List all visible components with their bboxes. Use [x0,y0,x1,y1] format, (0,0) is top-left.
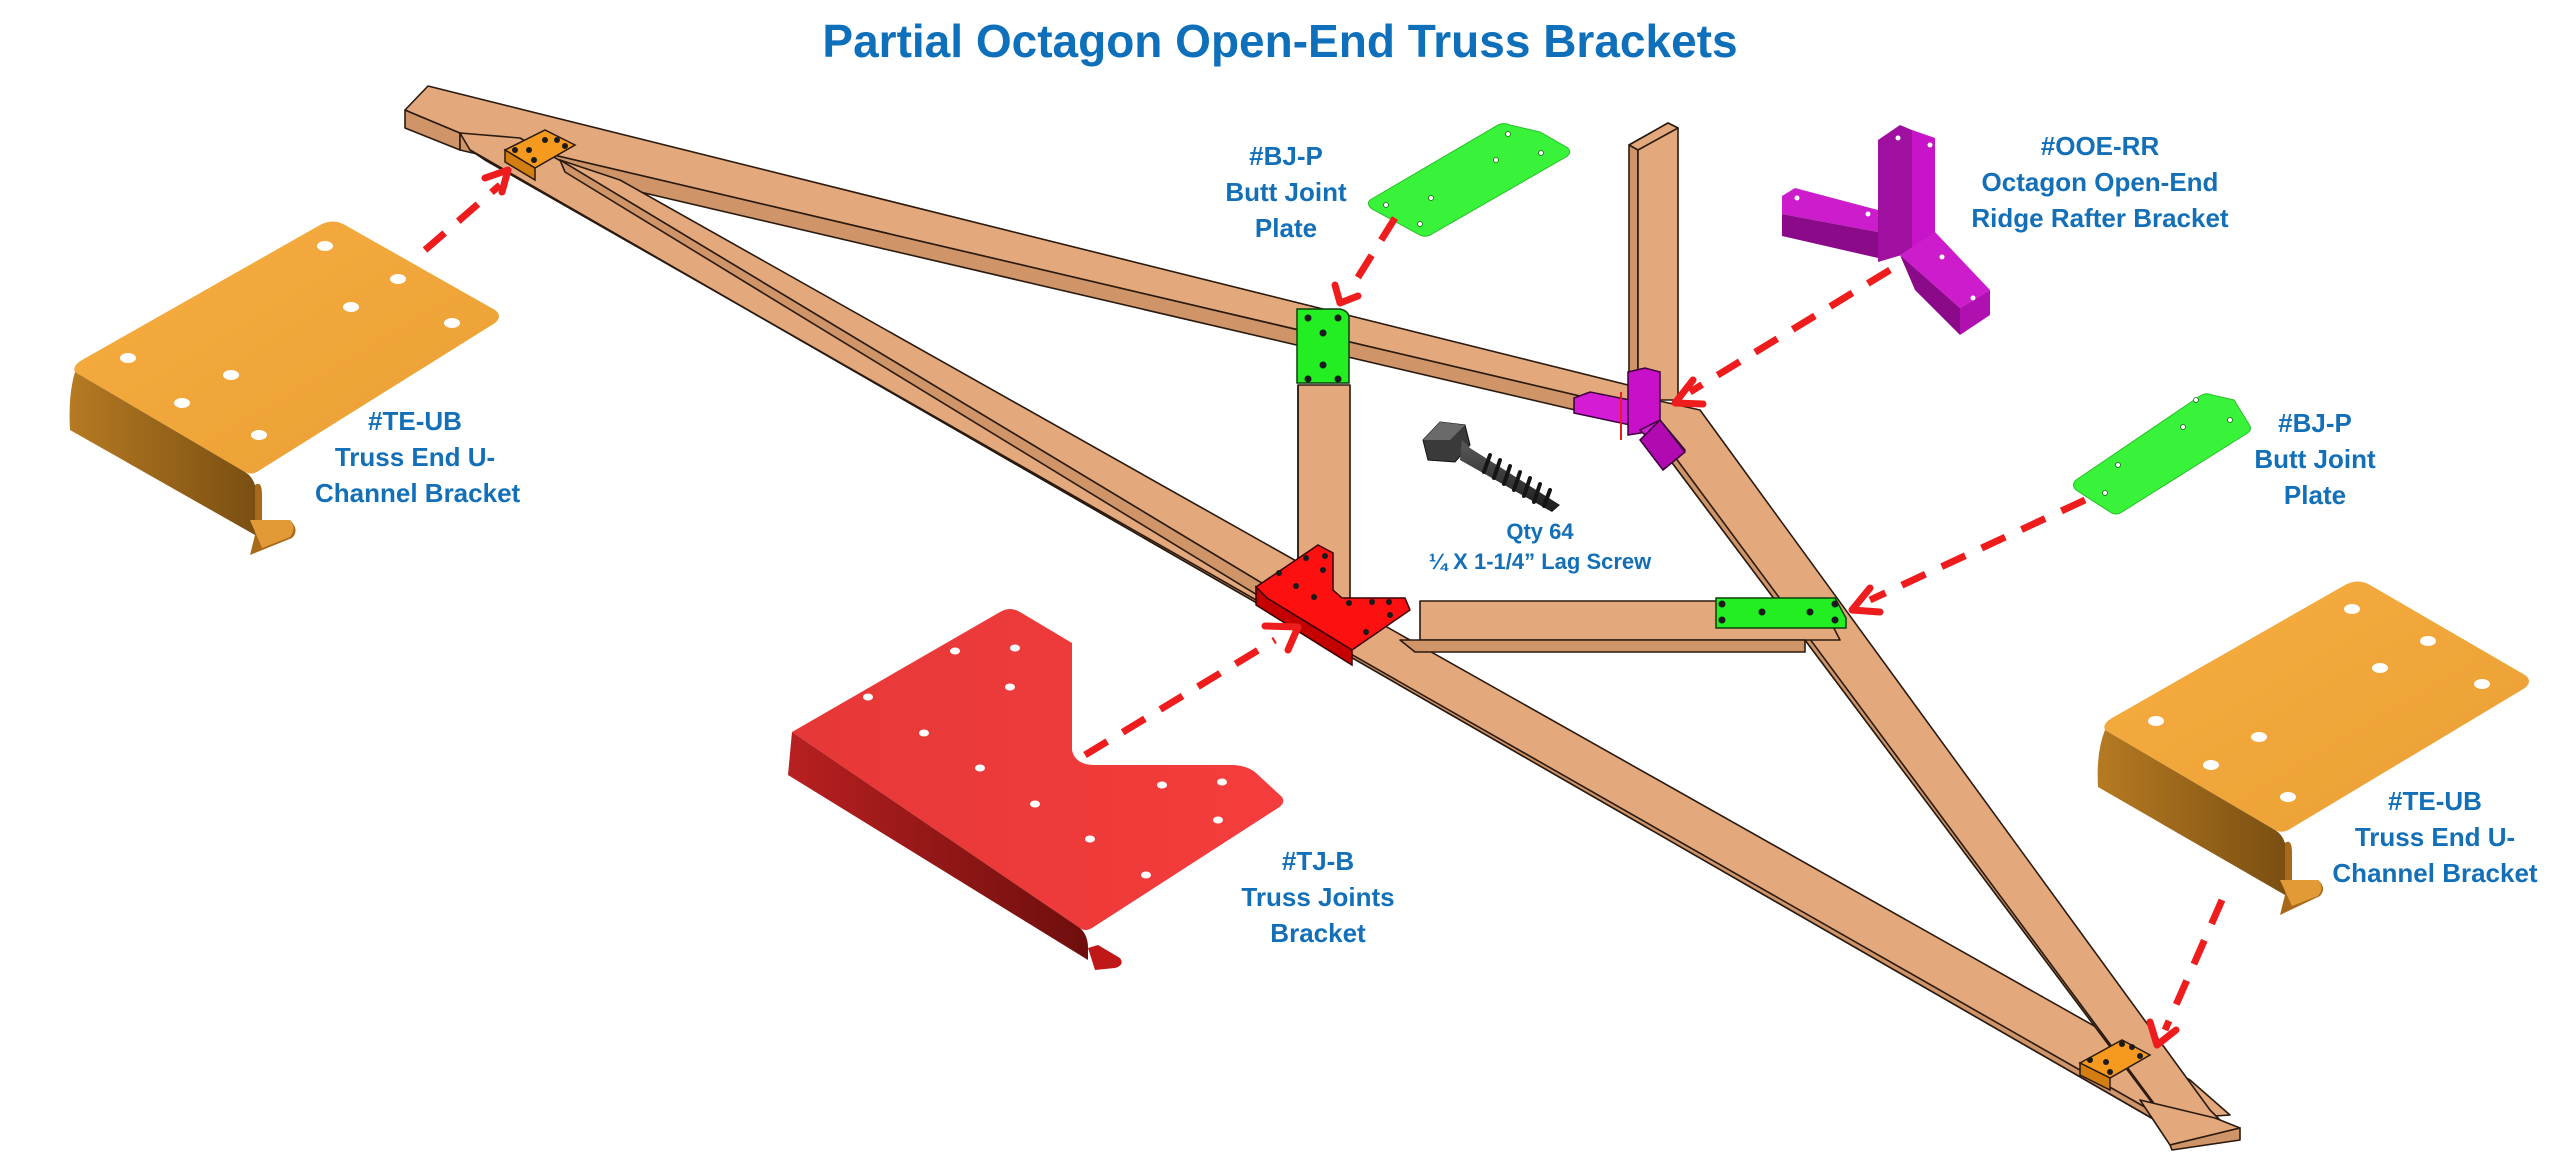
te-ub-bracket-left [69,221,500,555]
top-chord [404,85,1641,421]
part-code: #OOE-RR [2040,131,2160,161]
arrow-bj-p-right [1848,496,2087,616]
arrow-tj-b [1083,622,1302,758]
label-tj-b: #TJ-B Truss Joints Bracket [1218,843,1418,951]
te-ub-bracket-right [2097,581,2529,915]
part-desc-line1: Butt Joint [2254,444,2376,474]
te-ub-installed-bottom-right [2078,1039,2152,1092]
part-desc-line2: Ridge Rafter Bracket [1971,203,2229,233]
bj-p-plate-top [1367,123,1571,237]
part-code: #TE-UB [2388,786,2482,816]
lag-screw [1422,421,1560,512]
bj-p-installed-top [1296,308,1350,384]
diagram-title: Partial Octagon Open-End Truss Brackets [822,15,1738,67]
arrow-te-ub-right [2146,898,2226,1049]
label-lag-screw: Qty 64 ¼ X 1-1/4” Lag Screw [1410,517,1670,577]
part-desc-line2: Bracket [1270,918,1366,948]
part-code: #BJ-P [1249,141,1323,171]
part-desc-line1: Truss Joints [1241,882,1395,912]
part-desc-line1: Truss End U- [2354,822,2516,852]
bottom-right-end [2139,1099,2241,1151]
part-desc-line2: Channel Bracket [315,478,521,508]
te-ub-right-holes [2148,604,2490,802]
ooe-rr-installed [1573,367,1687,472]
part-desc-line1: Truss End U- [334,442,496,472]
label-bj-p-right: #BJ-P Butt Joint Plate [2215,405,2415,513]
label-te-ub-right: #TE-UB Truss End U- Channel Bracket [2325,783,2545,891]
tj-b-holes [863,644,1227,879]
part-desc-line2: Channel Bracket [2332,858,2538,888]
label-ooe-rr: #OOE-RR Octagon Open-End Ridge Rafter Br… [1960,128,2240,236]
te-ub-installed-top-left [503,129,577,182]
tj-b-bracket [788,609,1284,970]
label-bj-p-top: #BJ-P Butt Joint Plate [1186,138,1386,246]
te-ub-left-holes [120,241,460,440]
part-desc-line1: Octagon Open-End [1981,167,2219,197]
screw-spec: ¼ X 1-1/4” Lag Screw [1428,549,1652,574]
bj-p-plate-right [2073,393,2251,515]
bj-p-installed-right [1715,597,1847,629]
part-code: #BJ-P [2278,408,2352,438]
arrow-te-ub-left [422,166,512,253]
screw-threads [1482,453,1552,508]
part-code: #TE-UB [368,406,462,436]
tj-b-installed [1254,544,1411,667]
ooe-rr-bracket [1782,125,1990,335]
part-desc-line2: Plate [1254,213,1318,243]
part-desc-line1: Butt Joint [1225,177,1347,207]
vertical-post [1628,122,1679,401]
arrow-bj-p-top [1331,216,1398,307]
arrow-ooe-rr [1671,267,1892,408]
part-desc-line2: Plate [2283,480,2347,510]
part-code: #TJ-B [1281,846,1355,876]
screw-qty: Qty 64 [1506,519,1574,544]
label-te-ub-left: #TE-UB Truss End U- Channel Bracket [315,403,521,511]
